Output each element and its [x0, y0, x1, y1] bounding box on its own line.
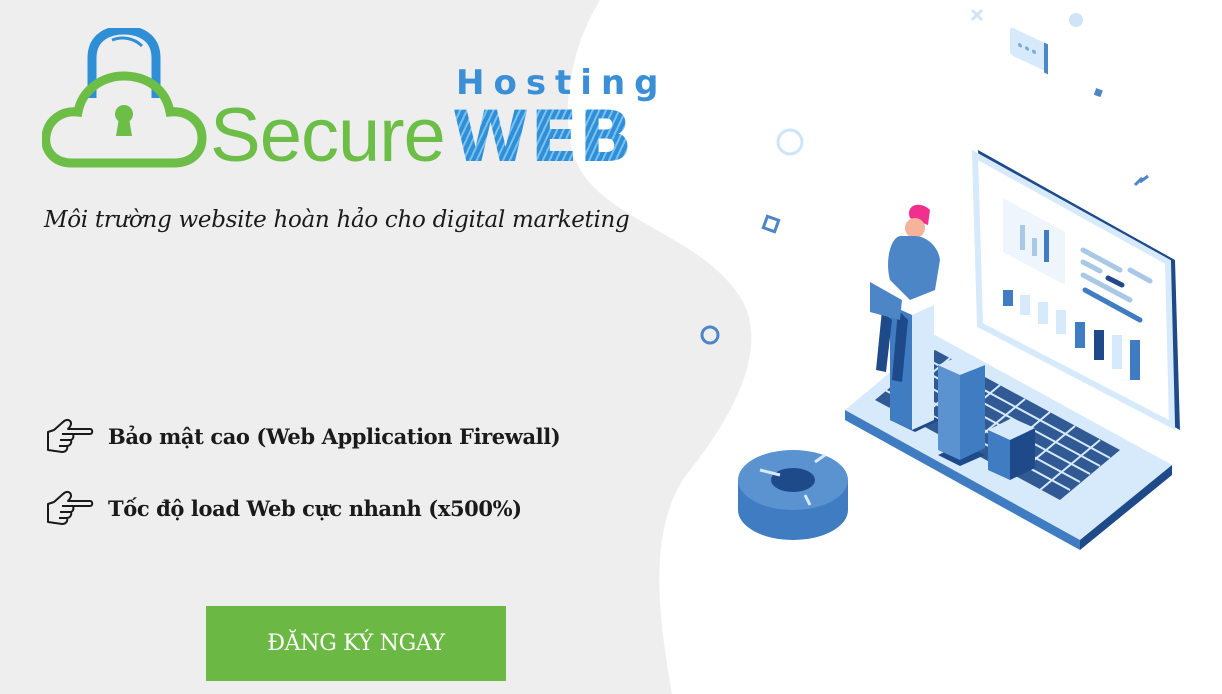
feature-item: Bảo mật cao (Web Application Firewall) — [44, 418, 561, 454]
feature-item: Tốc độ load Web cực nhanh (x500%) — [44, 490, 522, 526]
person-with-laptop — [870, 204, 940, 382]
decorative-shapes — [700, 8, 1149, 345]
logo-hosting-text: Hosting — [456, 63, 668, 103]
cloud-lock-icon — [42, 28, 207, 168]
logo-web-text: WEB — [452, 96, 634, 178]
logo[interactable]: Secure Hosting WEB — [42, 28, 659, 178]
refresh-donut-icon — [738, 450, 848, 540]
feature-label: Tốc độ load Web cực nhanh (x500%) — [108, 495, 522, 521]
tagline: Môi trường website hoàn hảo cho digital … — [44, 207, 630, 233]
hosting-illustration — [700, 8, 1180, 550]
pointing-hand-icon — [47, 490, 94, 525]
logo-secure-text: Secure — [210, 93, 446, 178]
pointing-hand-icon — [47, 418, 94, 453]
register-now-button[interactable]: ĐĂNG KÝ NGAY — [206, 606, 506, 681]
bar-pillars — [890, 305, 1035, 480]
feature-label: Bảo mật cao (Web Application Firewall) — [108, 423, 561, 449]
